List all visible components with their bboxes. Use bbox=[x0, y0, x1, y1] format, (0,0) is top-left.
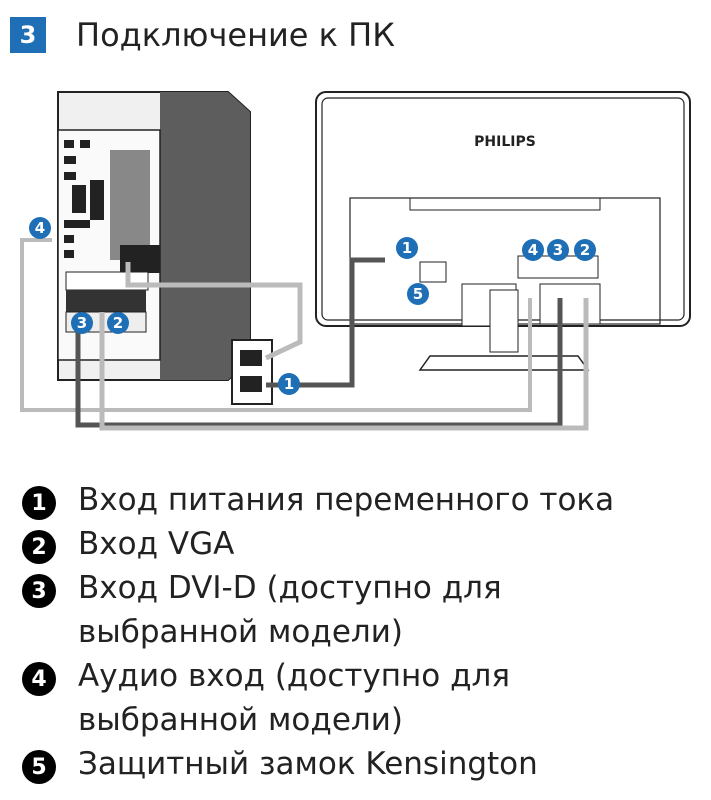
monitor-back: PHILIPS bbox=[315, 91, 691, 371]
connector-legend: 1 Вход питания переменного тока 2 Вход V… bbox=[22, 478, 702, 786]
callout-1-socket: 1 bbox=[284, 375, 294, 393]
audio-cable bbox=[20, 238, 532, 412]
legend-number: 2 bbox=[22, 530, 56, 564]
callout-3-pc: 3 bbox=[77, 314, 87, 332]
step-number-badge: 3 bbox=[10, 17, 46, 53]
callout-4-pc: 4 bbox=[35, 219, 45, 237]
power-cable-monitor bbox=[266, 257, 385, 388]
brand-logo: PHILIPS bbox=[474, 134, 536, 150]
dvi-cable bbox=[75, 298, 563, 428]
legend-number: 1 bbox=[22, 486, 56, 520]
connection-diagram: PHILIPS 4 3 2 1 1 5 4 3 2 bbox=[20, 91, 691, 431]
legend-item-4: 4 Аудио вход (доступно для выбранной мод… bbox=[22, 654, 702, 742]
callout-4-monitor: 4 bbox=[528, 241, 538, 259]
callout-2-monitor: 2 bbox=[580, 241, 590, 259]
legend-number: 3 bbox=[22, 574, 56, 608]
vga-cable bbox=[99, 298, 589, 431]
legend-text: Вход VGA bbox=[78, 526, 235, 562]
wall-socket bbox=[231, 339, 273, 405]
callouts: 4 3 2 1 1 5 4 3 2 bbox=[29, 217, 596, 395]
callout-5-monitor: 5 bbox=[413, 285, 423, 303]
power-cable-pc bbox=[125, 262, 303, 361]
section-heading: 3 Подключение к ПК bbox=[10, 10, 395, 60]
cables bbox=[20, 238, 589, 431]
callout-1-monitor: 1 bbox=[402, 239, 412, 257]
legend-item-5: 5 Защитный замок Kensington bbox=[22, 742, 702, 786]
legend-number: 4 bbox=[22, 662, 56, 696]
legend-text: Аудио вход (доступно для выбранной модел… bbox=[78, 658, 511, 738]
pc-tower bbox=[57, 91, 251, 381]
legend-item-3: 3 Вход DVI-D (доступно для выбранной мод… bbox=[22, 566, 702, 654]
callout-3-monitor: 3 bbox=[553, 241, 563, 259]
legend-item-1: 1 Вход питания переменного тока bbox=[22, 478, 702, 522]
legend-text: Вход питания переменного тока bbox=[78, 482, 615, 518]
legend-number: 5 bbox=[22, 750, 56, 784]
section-title: Подключение к ПК bbox=[76, 16, 395, 54]
legend-item-2: 2 Вход VGA bbox=[22, 522, 702, 566]
callout-2-pc: 2 bbox=[113, 314, 123, 332]
legend-text: Вход DVI-D (доступно для выбранной модел… bbox=[78, 570, 502, 650]
legend-text: Защитный замок Kensington bbox=[78, 746, 538, 782]
